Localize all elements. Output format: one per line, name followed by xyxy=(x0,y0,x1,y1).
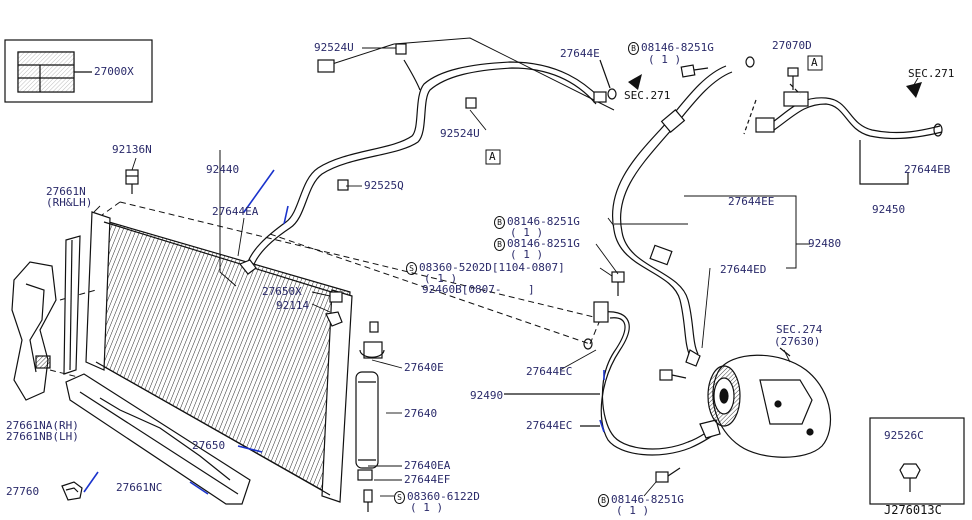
clip-27760 xyxy=(61,481,83,501)
receiver-drier-27640 xyxy=(355,321,385,512)
callout-sec274[interactable]: SEC.274 xyxy=(776,323,823,336)
callout-08146-bot-b: B xyxy=(598,494,609,507)
callout-27644ec-2[interactable]: 27644EC xyxy=(526,419,573,432)
callout-sec271-right[interactable]: SEC.271 xyxy=(908,67,955,80)
callout-27650x[interactable]: 27650X xyxy=(262,285,302,298)
callout-92460b[interactable]: 92460B[0807- ] xyxy=(422,283,535,296)
compressor-27630 xyxy=(707,347,832,458)
callout-08146-bot-qty: ( 1 ) xyxy=(616,504,650,517)
callout-08146-top-qty: ( 1 ) xyxy=(648,53,682,66)
callout-27760[interactable]: 27760 xyxy=(6,485,40,498)
callout-27650[interactable]: 27650 xyxy=(192,439,226,452)
callout-27661n-rhlh: (RH&LH) xyxy=(46,196,93,209)
hose-92490 xyxy=(504,301,721,456)
callout-08146-mid2-qty: ( 1 ) xyxy=(510,248,544,261)
callout-08360-bot-s: S xyxy=(394,491,405,504)
cap-92136n xyxy=(125,169,139,194)
callout-27000x[interactable]: 27000X xyxy=(94,65,134,78)
callout-27644ef[interactable]: 27644EF xyxy=(404,473,451,486)
label-kit-27000x xyxy=(4,39,153,103)
callout-27661n[interactable]: 27661N xyxy=(46,185,86,198)
callout-27070d[interactable]: 27070D xyxy=(772,39,812,52)
diagram-id: J276013C xyxy=(884,503,942,517)
callout-sec271-mid[interactable]: SEC.271 xyxy=(624,89,671,102)
callout-92440[interactable]: 92440 xyxy=(206,163,240,176)
condenser-assembly xyxy=(85,211,353,503)
callout-ref-a-top: A xyxy=(811,56,818,69)
callout-27644e[interactable]: 27644E xyxy=(560,47,600,60)
leader-lines xyxy=(93,47,919,497)
parts-27650x-92114 xyxy=(325,291,343,327)
ref-a-boxes xyxy=(485,55,823,165)
callout-08146-top[interactable]: 08146-8251G xyxy=(641,41,714,54)
callout-08360-bot[interactable]: 08360-6122D xyxy=(407,490,480,503)
callout-92136n[interactable]: 92136N xyxy=(112,143,152,156)
callout-92450[interactable]: 92450 xyxy=(872,203,906,216)
o-ring-27644e xyxy=(599,59,617,100)
callout-27640ea[interactable]: 27640EA xyxy=(404,459,451,472)
callout-08146-bot[interactable]: 08146-8251G xyxy=(611,493,684,506)
callout-08360-top-qty: ( 1 ) xyxy=(424,272,458,285)
callout-08146-mid1-b: B xyxy=(494,216,505,229)
lower-seal-27661nc xyxy=(65,373,251,505)
callout-08360-bot-qty: ( 1 ) xyxy=(410,501,444,514)
callout-08146-mid2[interactable]: 08146-8251G xyxy=(507,237,580,250)
sec271-arrow-right xyxy=(906,82,922,98)
callout-27661nb[interactable]: 27661NB(LH) xyxy=(6,430,79,443)
pipe-92450 xyxy=(743,83,943,185)
clip-92526c-box xyxy=(869,417,965,505)
bracket-92480 xyxy=(614,195,810,269)
bolt-27070d xyxy=(787,67,799,90)
callout-92490[interactable]: 92490 xyxy=(470,389,504,402)
callout-92526c[interactable]: 92526C xyxy=(884,429,924,442)
pipe-fittings xyxy=(239,43,607,275)
bolt-08146-top xyxy=(680,64,709,78)
callout-08146-mid2-b: B xyxy=(494,238,505,251)
callout-27644ee[interactable]: 27644EE xyxy=(728,195,775,208)
callout-08146-top-b: B xyxy=(628,42,639,55)
callout-27661na[interactable]: 27661NA(RH) xyxy=(6,419,79,432)
callout-27644ec-1[interactable]: 27644EC xyxy=(526,365,573,378)
compressor-bolts xyxy=(611,271,687,483)
callout-92114[interactable]: 92114 xyxy=(276,299,310,312)
callout-27640e[interactable]: 27640E xyxy=(404,361,444,374)
side-seal-27661n xyxy=(63,235,81,375)
sec271-arrow-mid xyxy=(628,74,642,90)
callout-08360-top-s: S xyxy=(406,262,417,275)
callout-27630[interactable]: (27630) xyxy=(774,335,821,348)
callout-08146-mid1-qty: ( 1 ) xyxy=(510,226,544,239)
callout-92524u-top[interactable]: 92524U xyxy=(314,41,354,54)
callout-27644eb[interactable]: 27644EB xyxy=(904,163,951,176)
side-seal-27661na-nb xyxy=(11,261,57,401)
highlight-leaders xyxy=(83,169,605,495)
callout-08146-mid1[interactable]: 08146-8251G xyxy=(507,215,580,228)
callout-27661nc[interactable]: 27661NC xyxy=(116,481,163,494)
callout-92525q[interactable]: 92525Q xyxy=(364,179,404,192)
callout-08360-top[interactable]: 08360-5202D[1104-0807] xyxy=(419,261,565,274)
callout-27644ed[interactable]: 27644ED xyxy=(720,263,767,276)
pipe-92440 xyxy=(245,59,601,271)
callout-92524u-mid[interactable]: 92524U xyxy=(440,127,480,140)
callout-92480[interactable]: 92480 xyxy=(808,237,842,250)
callout-27640[interactable]: 27640 xyxy=(404,407,438,420)
hose-92480 xyxy=(612,56,755,367)
callout-27644ea[interactable]: 27644EA xyxy=(212,205,259,218)
callout-ref-a-mid: A xyxy=(489,150,496,163)
